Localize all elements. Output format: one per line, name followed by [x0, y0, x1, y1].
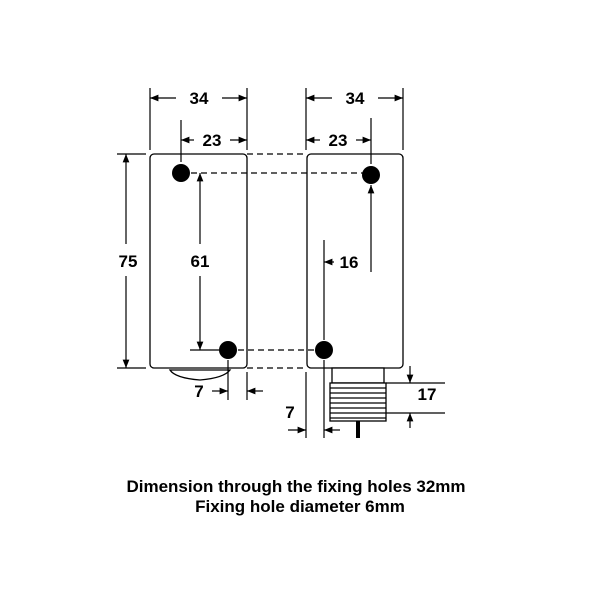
- dim-connector-length: 17: [386, 366, 445, 428]
- dim-height: 75: [117, 153, 146, 369]
- dim-left-hole-offset: 23: [180, 120, 247, 162]
- left-bottom-bulge: [168, 369, 232, 381]
- connector-thread: [329, 382, 387, 422]
- dim-right-width: 34: [305, 88, 404, 150]
- dim-left-bottom-offset: 7: [194, 360, 263, 401]
- fixing-hole-right-bottom: [315, 341, 333, 359]
- dim-right-vertical-offset: 16: [323, 185, 375, 340]
- dim-connector-length-label: 17: [418, 385, 437, 404]
- thread-outline: [329, 382, 387, 422]
- dim-right-vertical-offset-label: 16: [340, 253, 359, 272]
- fixing-hole-right-top: [362, 166, 380, 184]
- left-actuator-body: [149, 153, 248, 381]
- dim-right-hole-offset-label: 23: [329, 131, 348, 150]
- fixing-hole-left-top: [172, 164, 190, 182]
- dim-right-hole-offset: 23: [306, 118, 372, 164]
- caption-hole-diameter: Fixing hole diameter 6mm: [195, 497, 405, 516]
- dim-hole-spacing: 61: [190, 173, 219, 351]
- fixing-hole-left-bottom: [219, 341, 237, 359]
- connector-nut: [331, 367, 385, 384]
- dim-left-bottom-offset-label: 7: [194, 382, 203, 401]
- dim-left-hole-offset-label: 23: [203, 131, 222, 150]
- dim-right-width-label: 34: [346, 89, 365, 108]
- left-housing: [149, 153, 248, 369]
- dim-height-label: 75: [119, 252, 138, 271]
- caption-fixing-distance: Dimension through the fixing holes 32mm: [126, 477, 465, 496]
- dim-left-width-label: 34: [190, 89, 209, 108]
- dim-hole-spacing-label: 61: [191, 252, 210, 271]
- dim-left-width: 34: [149, 88, 248, 150]
- dim-right-bottom-offset-label: 7: [285, 403, 294, 422]
- right-switch-body: [306, 153, 404, 438]
- dim-right-bottom-offset: 7: [285, 360, 340, 438]
